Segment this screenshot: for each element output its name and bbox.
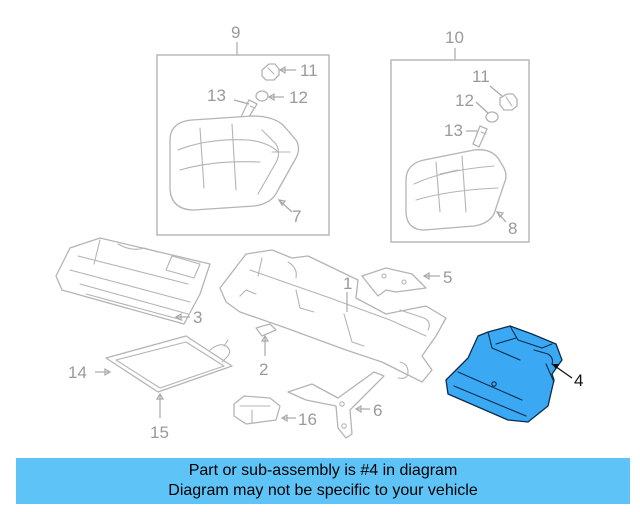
ring-part-12-right — [485, 111, 499, 123]
highlighted-part-4[interactable] — [445, 325, 563, 423]
seat-frame-part-3 — [55, 237, 211, 325]
heater-pad-part-15 — [105, 335, 233, 393]
module-part-16 — [233, 395, 281, 425]
callout-15[interactable]: 15 — [150, 423, 169, 442]
group-10-box: 10 11 12 13 8 — [390, 28, 530, 243]
callout-11-left[interactable]: 11 — [300, 61, 318, 80]
info-banner: Part or sub-assembly is #4 in diagram Di… — [16, 458, 630, 504]
callout-6[interactable]: 6 — [373, 401, 382, 420]
callout-13-left[interactable]: 13 — [207, 86, 226, 105]
callout-9[interactable]: 9 — [231, 23, 240, 42]
bracket-part-5 — [361, 267, 427, 297]
ring-part-12-left — [255, 90, 269, 102]
callout-16[interactable]: 16 — [298, 410, 317, 429]
callout-2[interactable]: 2 — [259, 360, 268, 379]
banner-line-disclaimer: Diagram may not be specific to your vehi… — [168, 482, 478, 499]
callout-10[interactable]: 10 — [445, 28, 464, 47]
bracket-arm-part-6 — [287, 371, 385, 439]
callout-12-right[interactable]: 12 — [455, 91, 474, 110]
seat-cushion-part-8 — [405, 149, 507, 231]
seat-cushion-part-7 — [169, 115, 300, 211]
group-9-box: 9 11 12 13 7 — [156, 23, 330, 236]
callout-8[interactable]: 8 — [508, 219, 517, 238]
clip-part-2 — [255, 323, 277, 337]
clip-part-11-right — [499, 93, 518, 111]
bolt-part-13-right — [472, 125, 488, 148]
callout-5[interactable]: 5 — [443, 268, 452, 287]
parts-diagram: 9 11 12 13 7 — [55, 23, 583, 442]
clip-part-11-left — [261, 63, 280, 81]
callout-4[interactable]: 4 — [574, 371, 583, 390]
callout-7[interactable]: 7 — [292, 207, 301, 226]
callout-1[interactable]: 1 — [343, 274, 352, 293]
callout-12-left[interactable]: 12 — [289, 88, 308, 107]
banner-line-part-info: Part or sub-assembly is #4 in diagram — [188, 462, 458, 479]
callout-11-right[interactable]: 11 — [472, 67, 490, 86]
callout-13-right[interactable]: 13 — [444, 121, 463, 140]
callout-14[interactable]: 14 — [68, 363, 87, 382]
callout-3[interactable]: 3 — [193, 308, 202, 327]
seat-frame-part-1 — [219, 249, 447, 383]
